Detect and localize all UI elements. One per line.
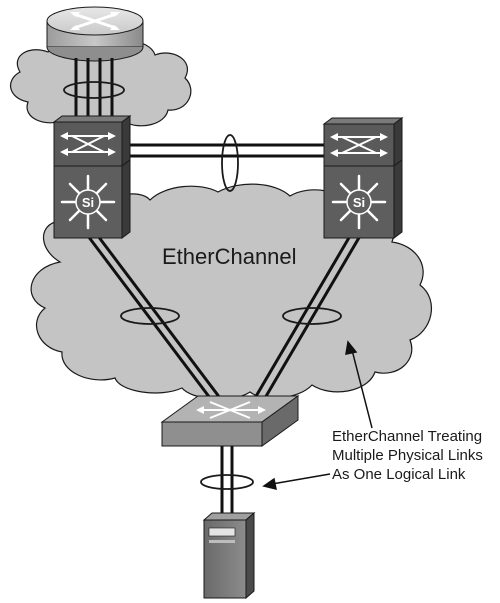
annotation-line-1: EtherChannel Treating xyxy=(332,428,482,445)
right-uplink-bundle xyxy=(253,235,362,399)
left-uplink-bundle xyxy=(86,235,222,399)
router-uplink-bundle xyxy=(74,58,114,124)
inter-switch-bundle-ring xyxy=(221,134,239,192)
server-link-bundle-ring xyxy=(200,474,254,490)
access-switch-arrows-icon xyxy=(198,401,262,419)
left-uplink-bundle-ring xyxy=(120,307,180,325)
layer2-switch-icon xyxy=(334,136,384,154)
router-icon xyxy=(46,6,144,62)
server-icon xyxy=(202,511,256,600)
annotation-arrows xyxy=(262,340,373,491)
right-multilayer-switch: Si xyxy=(322,117,404,239)
router-link-bundle-ring xyxy=(63,81,125,99)
left-multilayer-switch: Si xyxy=(52,115,132,239)
annotation-line-3: As One Logical Link xyxy=(332,466,466,483)
inter-switch-link-bundle xyxy=(122,143,328,158)
center-label: EtherChannel xyxy=(162,244,297,269)
left-switch-badge: Si xyxy=(82,195,94,210)
access-switch xyxy=(160,395,300,447)
layer2-switch-icon xyxy=(64,135,112,153)
right-uplink-bundle-ring xyxy=(282,307,342,325)
annotation-line-2: Multiple Physical Links xyxy=(332,447,483,464)
right-switch-badge: Si xyxy=(353,195,365,210)
server-link-bundle xyxy=(220,446,234,514)
